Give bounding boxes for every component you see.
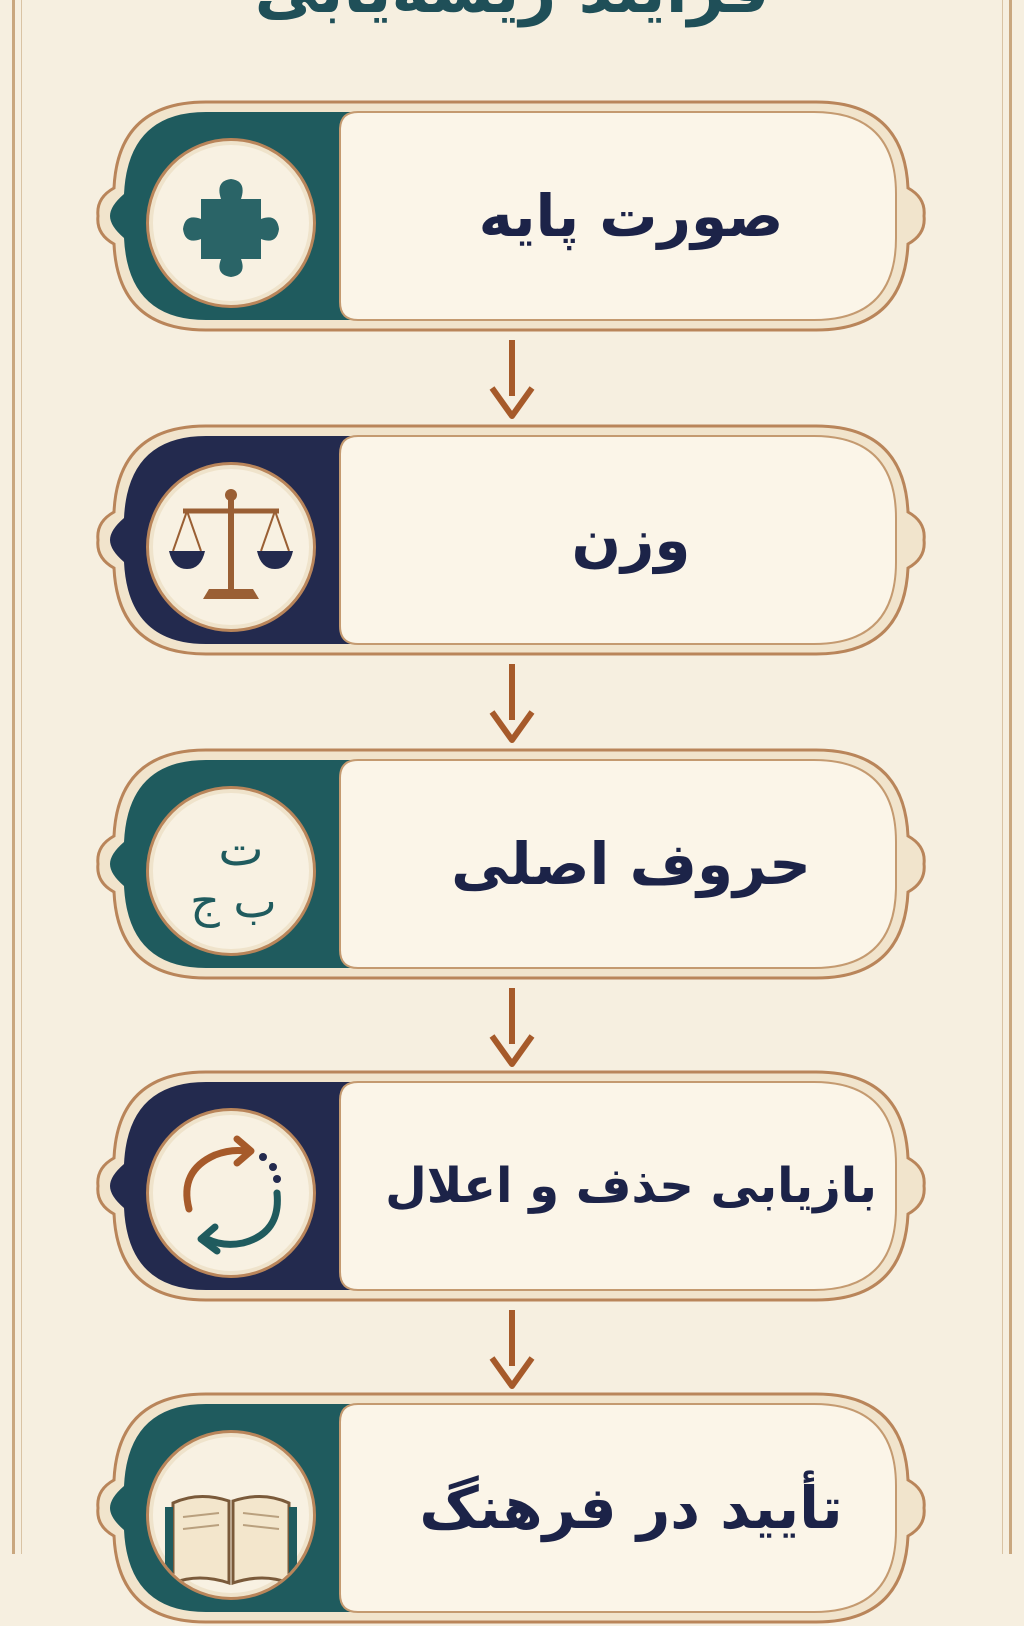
scales-icon-badge [146,462,316,632]
flow-arrow [482,1308,542,1392]
puzzle-icon [183,179,279,277]
flow-arrow [482,662,542,746]
letter-ta: ت [218,821,263,877]
step-restore-deletion: بازیابی حذف و اعلال [96,1068,926,1304]
book-icon [165,1495,297,1587]
step-label: صورت پایه [478,182,784,250]
step-base-form: صورت پایه [96,98,926,334]
cycle-icon-badge [146,1108,316,1278]
scales-icon [169,489,293,599]
letter-jim: ج [190,874,220,928]
step-label: بازیابی حذف و اعلال [385,1158,877,1214]
page-frame [12,0,1012,1554]
book-icon-badge [146,1430,316,1600]
step-label: وزن [571,506,691,574]
step-root-letters: ت ب ج حروف اصلی [96,746,926,982]
step-pattern: وزن [96,422,926,658]
step-dictionary-check: تأیید در فرهنگ [96,1390,926,1626]
flow-arrow [482,986,542,1070]
letters-icon-badge: ت ب ج [146,786,316,956]
letter-ba: ب [233,874,276,928]
puzzle-icon-badge [146,138,316,308]
step-label: حروف اصلی [451,830,811,898]
cycle-icon [183,1135,281,1255]
letters-icon: ت ب ج [190,821,277,928]
flow-arrow [482,338,542,422]
page-title: فرآیند ریشه‌یابی [0,0,1024,26]
step-label: تأیید در فرهنگ [419,1474,843,1542]
